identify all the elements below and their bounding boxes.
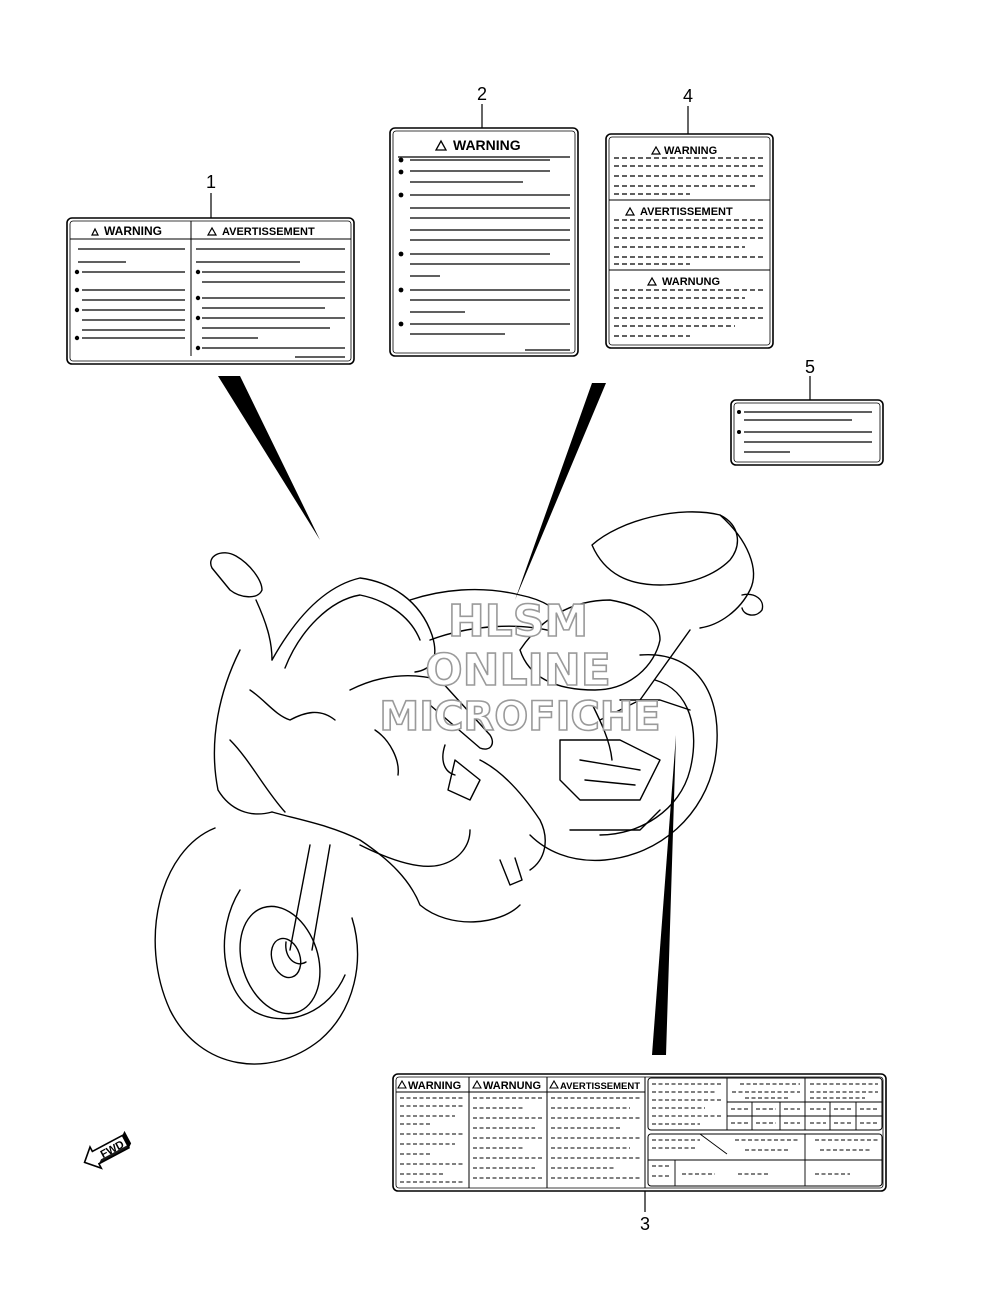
label-1: WARNING AVERTISSEMENT [66,217,355,365]
watermark-line-1: HLSM [448,596,588,647]
warning-triangle-icon [434,139,448,151]
label-4-heading-1: WARNING [664,145,717,157]
label-4-heading-2: AVERTISSEMENT [640,206,733,218]
label-1-heading-left: WARNING [104,224,162,238]
callout-4: 4 [683,86,693,106]
warning-triangle-icon [397,1079,407,1089]
warning-triangle-icon [472,1079,482,1089]
label-3-heading-1: WARNING [408,1080,461,1092]
fwd-label: FWD [99,1139,127,1161]
callout-leaders [210,104,811,1212]
label-4-heading-3: WARNUNG [662,276,720,288]
callout-2: 2 [477,84,487,104]
warning-triangle-icon [624,206,636,216]
label-4: WARNING AVERTISSEMENT WARNUNG [605,133,774,349]
fwd-arrow-icon: FWD [83,1130,132,1170]
warning-triangle-icon [206,226,218,236]
label-2-heading: WARNING [453,137,521,153]
leader-lines [218,376,676,1055]
callout-1: 1 [206,172,216,192]
warning-triangle-icon [91,227,99,236]
label-3: WARNING WARNUNG AVERTISSEMENT [392,1073,887,1192]
label-2: WARNING [389,127,579,357]
leader-3 [652,735,676,1055]
warning-triangle-icon [549,1079,559,1089]
label-3-heading-2: WARNUNG [483,1080,541,1092]
warning-triangle-icon [646,276,658,286]
motorcycle-outline [154,511,764,1065]
callout-5: 5 [805,357,815,377]
label-5 [730,399,884,466]
label-3-heading-3: AVERTISSEMENT [560,1081,640,1092]
label-1-heading-right: AVERTISSEMENT [222,226,315,238]
callout-3: 3 [640,1214,650,1234]
watermark: HLSM ONLINE MICROFICHE [379,595,662,741]
leader-2 [515,383,606,600]
leader-1 [218,376,320,540]
watermark-line-3: MICROFICHE [379,694,660,740]
warning-triangle-icon [650,145,662,155]
watermark-line-2: ONLINE [425,645,611,696]
